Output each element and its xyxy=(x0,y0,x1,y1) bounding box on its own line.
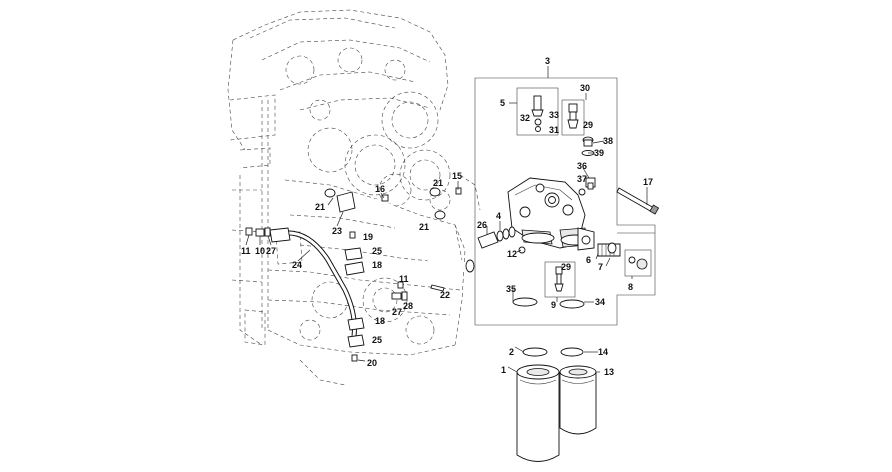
filter-head xyxy=(507,177,595,251)
plug-26 xyxy=(477,226,516,249)
leader-lines xyxy=(245,66,648,373)
callout-24: 24 xyxy=(292,260,302,270)
oil-pipe-23 xyxy=(336,191,475,273)
callout-28: 28 xyxy=(403,301,413,311)
filter-group-box xyxy=(474,77,656,326)
sensor-box xyxy=(561,99,585,136)
filter-element-1 xyxy=(516,347,560,462)
callout-6: 6 xyxy=(586,255,591,265)
fittings-left xyxy=(245,227,271,237)
callout-18b: 18 xyxy=(375,316,385,326)
callout-37: 37 xyxy=(577,174,587,184)
callout-18a: 18 xyxy=(372,260,382,270)
callout-27b: 27 xyxy=(392,307,402,317)
callout-30: 30 xyxy=(580,83,590,93)
fittings-middle xyxy=(391,281,408,301)
callout-32: 32 xyxy=(520,113,530,123)
callout-2: 2 xyxy=(509,347,514,357)
filter-element-13 xyxy=(559,347,597,435)
callout-16: 16 xyxy=(375,184,385,194)
callout-3: 3 xyxy=(545,56,550,66)
callout-25b: 25 xyxy=(372,335,382,345)
callout-25a: 25 xyxy=(372,246,382,256)
callout-12: 12 xyxy=(507,249,517,259)
fitting-36 xyxy=(578,177,596,196)
callout-17: 17 xyxy=(643,177,653,187)
transmission-housing xyxy=(227,9,481,386)
callout-23: 23 xyxy=(332,226,342,236)
plug-38 xyxy=(581,136,595,156)
callout-13: 13 xyxy=(604,367,614,377)
callout-29b: 29 xyxy=(561,262,571,272)
callout-38: 38 xyxy=(603,136,613,146)
callout-15: 15 xyxy=(452,171,462,181)
valve-box-8 xyxy=(624,249,652,277)
callout-9: 9 xyxy=(551,300,556,310)
callout-31: 31 xyxy=(549,125,559,135)
callout-7: 7 xyxy=(598,262,603,272)
callout-20: 20 xyxy=(367,358,377,368)
washers xyxy=(324,187,462,220)
clamps xyxy=(344,231,365,362)
callout-29a: 29 xyxy=(583,120,593,130)
callout-34: 34 xyxy=(595,297,605,307)
callout-8: 8 xyxy=(628,282,633,292)
bolt-17 xyxy=(616,187,660,215)
callout-11b: 11 xyxy=(399,274,409,284)
oil-pipe-24 xyxy=(269,227,357,337)
callout-1: 1 xyxy=(501,365,506,375)
callout-19: 19 xyxy=(363,232,373,242)
callout-21c: 21 xyxy=(419,222,429,232)
callout-26: 26 xyxy=(477,220,487,230)
callout-22: 22 xyxy=(440,290,450,300)
callout-39: 39 xyxy=(594,148,604,158)
callout-11a: 11 xyxy=(241,246,251,256)
valve-kit-box xyxy=(516,87,559,136)
callout-14: 14 xyxy=(598,347,608,357)
callout-35: 35 xyxy=(506,284,516,294)
o-rings xyxy=(512,297,585,309)
callout-5: 5 xyxy=(500,98,505,108)
bolt-22 xyxy=(430,284,445,292)
relief-spring xyxy=(597,242,621,257)
callout-21a: 21 xyxy=(433,178,443,188)
callout-21b: 21 xyxy=(315,202,325,212)
callout-4: 4 xyxy=(496,211,501,221)
callout-33: 33 xyxy=(549,110,559,120)
callout-10: 10 xyxy=(255,246,265,256)
callout-labels: 3 5 30 32 33 31 29 38 39 36 37 17 16 15 … xyxy=(241,56,653,377)
callout-27a: 27 xyxy=(266,246,276,256)
sensor-box-9 xyxy=(544,261,576,298)
callout-36: 36 xyxy=(577,161,587,171)
fitting-12 xyxy=(518,246,526,254)
